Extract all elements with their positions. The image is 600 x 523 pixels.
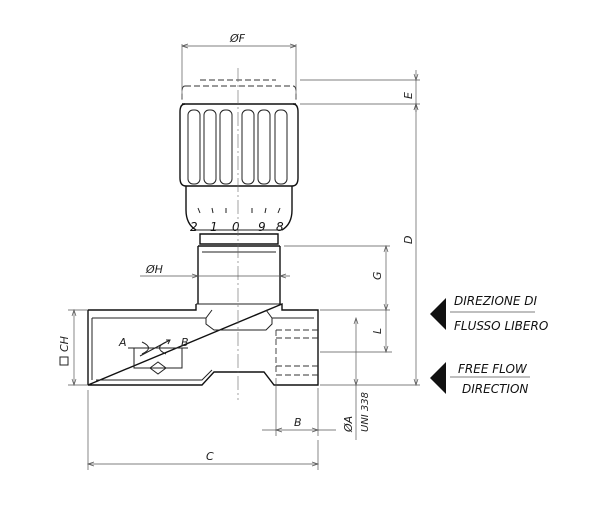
dim-ch-label: CH: [58, 336, 71, 352]
dim-e-label: E: [402, 92, 415, 99]
callout-it-line2: FLUSSO LIBERO: [454, 319, 548, 333]
dim-a: ØA UNI 338: [342, 316, 371, 440]
free-flow-callout-en: FREE FLOW DIRECTION: [430, 362, 530, 396]
valve-body: [87, 302, 319, 386]
dim-b: B: [262, 378, 336, 436]
dim-f-label: ØF: [229, 32, 246, 45]
dim-g: G: [284, 244, 390, 312]
port-a-label: A: [118, 336, 127, 349]
bonnet: [196, 245, 282, 305]
dim-h: ØH: [140, 263, 290, 279]
dim-a-label: ØA: [342, 416, 355, 433]
dim-a-standard: UNI 338: [360, 392, 371, 432]
dim-g-label: G: [371, 271, 384, 280]
dim-b-label: B: [294, 416, 302, 429]
scale-0: 0: [232, 220, 240, 234]
dim-d: D: [320, 102, 420, 387]
dim-f: ØF: [181, 32, 297, 98]
callout-en-line2: DIRECTION: [462, 382, 528, 396]
dim-c: C: [86, 390, 320, 470]
scale-2: 2: [190, 220, 198, 234]
callout-it-line1: DIREZIONE DI: [454, 294, 538, 308]
dim-h-label: ØH: [145, 263, 163, 276]
dim-c-label: C: [206, 450, 214, 463]
scale-8: 8: [276, 220, 284, 234]
scale-9: 9: [258, 220, 266, 234]
dim-ch: CH: [58, 308, 88, 387]
dim-l-label: L: [371, 328, 384, 334]
callout-en-line1: FREE FLOW: [458, 362, 528, 376]
scale-1: 1: [210, 220, 218, 234]
dim-d-label: D: [402, 236, 415, 244]
port-b-label: B: [181, 336, 189, 349]
free-flow-callout-it: DIREZIONE DI FLUSSO LIBERO: [430, 294, 548, 333]
knob: 2 1 0 9 8: [179, 79, 299, 245]
dim-e: E: [300, 70, 420, 112]
hydraulic-symbol: A B: [118, 336, 189, 375]
